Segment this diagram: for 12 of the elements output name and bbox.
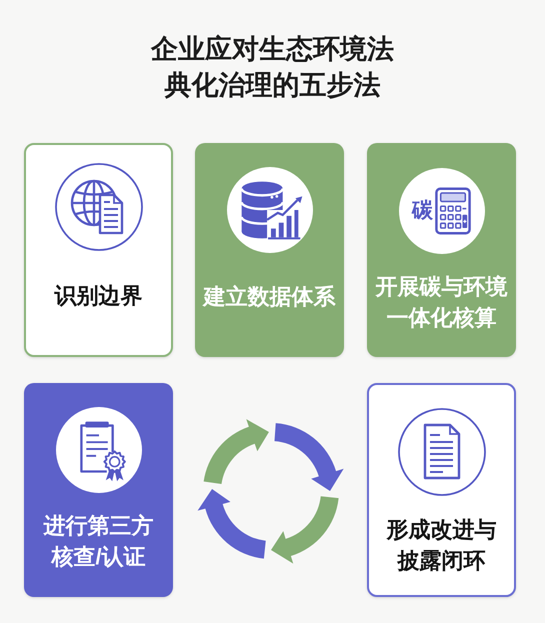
title: 企业应对生态环境法典化治理的五步法 bbox=[150, 33, 395, 102]
step-card bbox=[367, 383, 516, 597]
step-card bbox=[367, 143, 516, 357]
carbon-character: 碳 bbox=[412, 199, 433, 223]
step-card bbox=[24, 383, 173, 597]
step-card bbox=[24, 143, 173, 357]
step-label: 开展碳与环境一体化核算 bbox=[374, 273, 508, 332]
step-card bbox=[195, 143, 344, 357]
step-label: 建立数据体系 bbox=[201, 282, 336, 310]
step-label: 形成改进与披露闭环 bbox=[385, 516, 498, 574]
step-label: 识别边界 bbox=[53, 282, 144, 310]
step-label: 进行第三方核查/认证 bbox=[42, 512, 154, 571]
